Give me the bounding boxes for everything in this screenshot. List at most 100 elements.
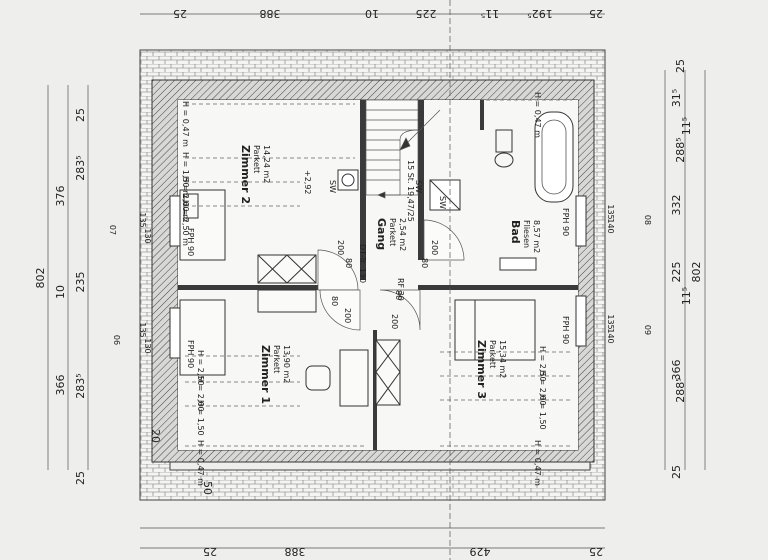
- room-zimmer3: Zimmer 3 Parkett 15,34 m2: [475, 340, 507, 399]
- stair-label: 15 St. 19,47/25: [406, 160, 415, 222]
- dimension-left-outer: 802: [34, 268, 47, 289]
- dimension-value: 06: [112, 335, 121, 345]
- room-area: 14,24 m2: [262, 145, 271, 183]
- dimension-value: 10: [365, 7, 379, 20]
- level-label: +2,92: [303, 170, 312, 195]
- dimension-value: 130: [143, 338, 152, 353]
- room-area: 13,90 m2: [282, 345, 291, 383]
- sw-label: SW: [438, 196, 447, 209]
- sw-label: SW: [414, 180, 423, 193]
- room-name: Bad: [509, 220, 522, 244]
- dimension-value: 225: [670, 262, 683, 283]
- dimension-right-outer: 802: [690, 262, 703, 283]
- wardrobe-zimmer2: [257, 254, 317, 284]
- dimension-value: 366: [54, 375, 67, 396]
- dimension-right-mid: 332 225 366: [670, 195, 683, 381]
- room-zimmer2: Zimmer 2 Parkett 14,24 m2: [239, 145, 271, 204]
- door-swings: [317, 219, 465, 331]
- bathroom-sink: [499, 257, 537, 271]
- dimension-value: 366: [670, 360, 683, 381]
- height-label: H = 0,47 m: [181, 101, 190, 147]
- height-label: H = 0,47 m: [196, 440, 205, 486]
- room-area: 15,34 m2: [498, 340, 507, 378]
- dimension-value: 11⁵: [680, 117, 693, 135]
- washing-machine: [337, 169, 359, 191]
- bathtub: [534, 111, 574, 203]
- dimension-bottom: 25 388 429 25: [203, 545, 603, 558]
- door-width-label: 80: [330, 296, 339, 306]
- shaft: [429, 179, 461, 211]
- room-floor: Parkett: [388, 218, 397, 246]
- dimension-value: 07: [108, 225, 117, 235]
- dimension-value: 25: [589, 7, 603, 20]
- dimension-value: 288⁵: [674, 377, 687, 402]
- door-width-label: 80: [344, 258, 353, 268]
- dimension-value: 376: [54, 186, 67, 207]
- bed-zimmer1: [179, 299, 226, 376]
- dimension-value: 135: [138, 212, 147, 227]
- dimension-value: 31⁵: [670, 89, 683, 107]
- dimension-value: 283⁵: [74, 155, 87, 180]
- door-width-label: 200: [390, 314, 399, 329]
- fph-label: FPH 90: [561, 208, 570, 236]
- height-label: H = 0,47 m: [533, 440, 542, 486]
- room-floor: Fliesen: [522, 220, 531, 248]
- dimension-value: 25: [674, 59, 687, 73]
- dimension-value: 288⁵: [674, 137, 687, 162]
- dimension-value: 25: [589, 545, 603, 558]
- height-label: H = 2,50: [196, 350, 205, 386]
- room-name: Zimmer 3: [475, 340, 488, 399]
- height-label: H = 2,50: [538, 346, 547, 382]
- height-label: H = 2,00 m: [181, 176, 190, 222]
- dimension-value: 332: [670, 195, 683, 216]
- height-labels: H = 0,47 m H = 1,50 m H = 2,00 m H = 2,5…: [181, 92, 547, 486]
- dimension-value: 11⁵: [481, 7, 499, 20]
- dimension-value: 09: [643, 325, 652, 335]
- bed-zimmer3: [454, 299, 536, 361]
- fph-label: FPH 90: [186, 228, 195, 256]
- room-area: 8,57 m2: [532, 220, 541, 253]
- height-label: H = 2,00: [538, 370, 547, 406]
- dimension-value: 429: [470, 545, 491, 558]
- desk-zimmer1: [305, 349, 369, 407]
- dimension-value: 50: [201, 481, 214, 495]
- dimension-value: 25: [74, 108, 87, 122]
- dimension-value: 283⁵: [74, 373, 87, 398]
- door-width-label: 200: [343, 308, 352, 323]
- dimension-value: 802: [690, 262, 703, 283]
- room-bad: Bad Fliesen 8,57 m2: [509, 220, 541, 253]
- fph-label: FPH 90: [186, 340, 195, 368]
- dimension-value: 802: [34, 268, 47, 289]
- room-floor: Parkett: [252, 145, 261, 173]
- toilet: [494, 129, 514, 168]
- door-width-label: 80: [394, 290, 403, 300]
- windows: [169, 195, 587, 359]
- rf-label: RF 30: [396, 278, 405, 301]
- room-floor: Parkett: [488, 340, 497, 368]
- room-name: Zimmer 2: [239, 145, 252, 204]
- bed-zimmer2: [179, 189, 226, 261]
- dimension-value: 388: [285, 545, 306, 558]
- dimension-value: 388: [260, 7, 281, 20]
- dimension-value: 20: [149, 429, 162, 443]
- dimension-value: 25: [203, 545, 217, 558]
- height-lines: [185, 99, 572, 447]
- dimension-value: 135: [606, 204, 615, 219]
- room-zimmer1: Zimmer 1 Parkett 13,90 m2: [259, 345, 291, 404]
- room-floor: Parkett: [272, 345, 281, 373]
- staircase: [365, 99, 441, 199]
- dimension-value: 130: [143, 228, 152, 243]
- room-name: Zimmer 1: [259, 345, 272, 404]
- room-area: 2,54 m2: [398, 218, 407, 251]
- wardrobe-zimmer1: [257, 289, 317, 313]
- dimension-value: 11⁵: [680, 287, 693, 305]
- dimension-value: 235: [74, 272, 87, 293]
